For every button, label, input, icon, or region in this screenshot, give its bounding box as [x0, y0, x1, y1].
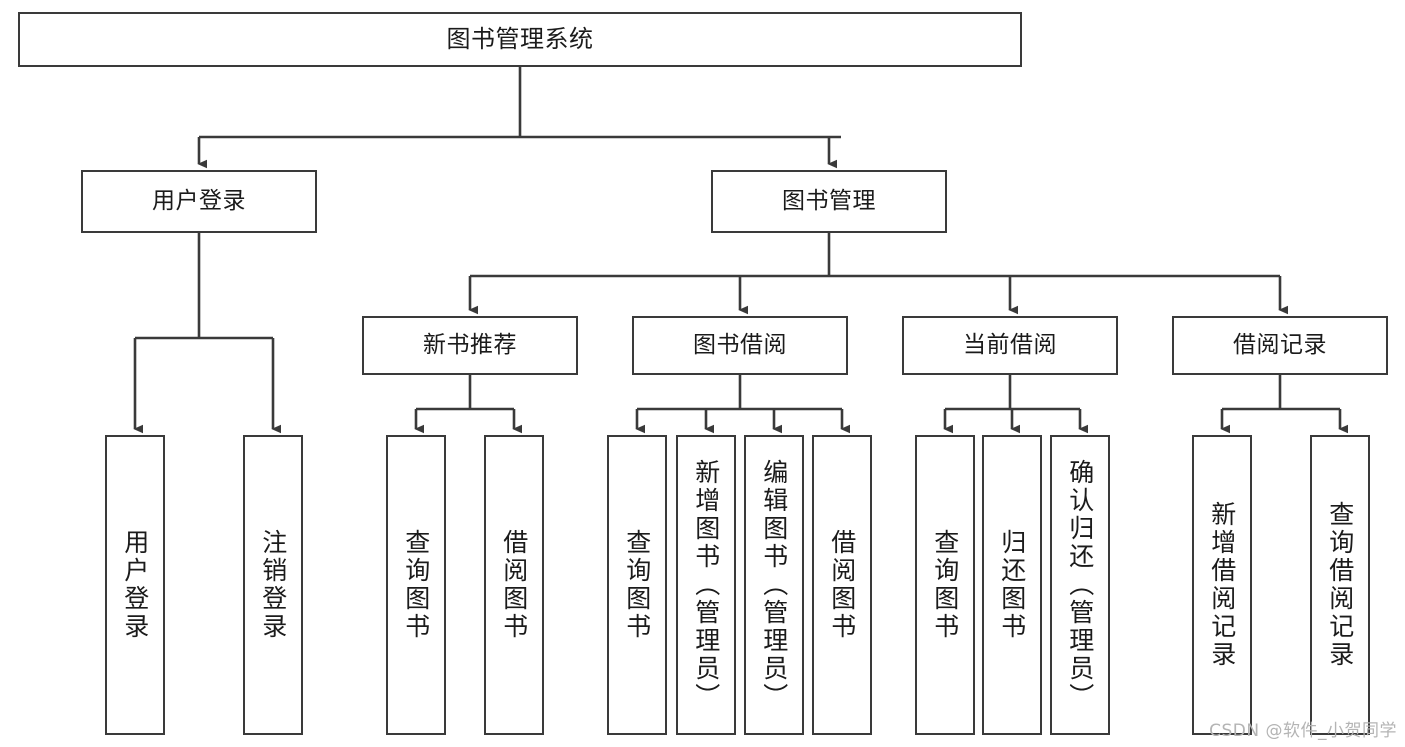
node-label: 新增图书（管理员） — [691, 459, 721, 711]
node-label: 编辑图书（管理员） — [759, 459, 789, 711]
node-label: 图书借阅 — [693, 331, 787, 358]
node-new-book-recommend[interactable]: 新书推荐 — [362, 316, 578, 375]
node-label: 注销登录 — [258, 529, 288, 641]
node-root-system[interactable]: 图书管理系统 — [18, 12, 1022, 67]
csdn-watermark: CSDN @软件_小贺同学 — [1209, 721, 1397, 741]
leaf-user-login[interactable]: 用户登录 — [105, 435, 165, 735]
node-label: 查询借阅记录 — [1325, 501, 1355, 669]
leaf-confirm-return-admin[interactable]: 确认归还（管理员） — [1050, 435, 1110, 735]
node-label: 当前借阅 — [963, 331, 1057, 358]
node-current-borrow[interactable]: 当前借阅 — [902, 316, 1118, 375]
node-label: 借阅记录 — [1233, 331, 1327, 358]
node-label: 新增借阅记录 — [1207, 501, 1237, 669]
node-label: 用户登录 — [152, 187, 246, 214]
node-label: 归还图书 — [997, 529, 1027, 641]
node-label: 查询图书 — [401, 529, 431, 641]
leaf-borrow-book[interactable]: 借阅图书 — [812, 435, 872, 735]
node-label: 借阅图书 — [499, 529, 529, 641]
node-label: 用户登录 — [120, 529, 150, 641]
leaf-user-logout[interactable]: 注销登录 — [243, 435, 303, 735]
leaf-query-book-current[interactable]: 查询图书 — [915, 435, 975, 735]
node-borrow-record[interactable]: 借阅记录 — [1172, 316, 1388, 375]
node-book-borrow[interactable]: 图书借阅 — [632, 316, 848, 375]
node-user-login[interactable]: 用户登录 — [81, 170, 317, 233]
node-label: 确认归还（管理员） — [1065, 459, 1095, 711]
leaf-edit-book-admin[interactable]: 编辑图书（管理员） — [744, 435, 804, 735]
leaf-query-borrow-record[interactable]: 查询借阅记录 — [1310, 435, 1370, 735]
leaf-query-book-recommend[interactable]: 查询图书 — [386, 435, 446, 735]
node-label: 图书管理系统 — [446, 25, 594, 54]
node-book-manage[interactable]: 图书管理 — [711, 170, 947, 233]
node-label: 图书管理 — [782, 187, 876, 214]
leaf-borrow-book-recommend[interactable]: 借阅图书 — [484, 435, 544, 735]
node-label: 查询图书 — [622, 529, 652, 641]
node-label: 新书推荐 — [423, 331, 517, 358]
leaf-return-book[interactable]: 归还图书 — [982, 435, 1042, 735]
node-label: 查询图书 — [930, 529, 960, 641]
node-label: 借阅图书 — [827, 529, 857, 641]
leaf-add-book-admin[interactable]: 新增图书（管理员） — [676, 435, 736, 735]
leaf-add-borrow-record[interactable]: 新增借阅记录 — [1192, 435, 1252, 735]
leaf-query-book-borrow[interactable]: 查询图书 — [607, 435, 667, 735]
